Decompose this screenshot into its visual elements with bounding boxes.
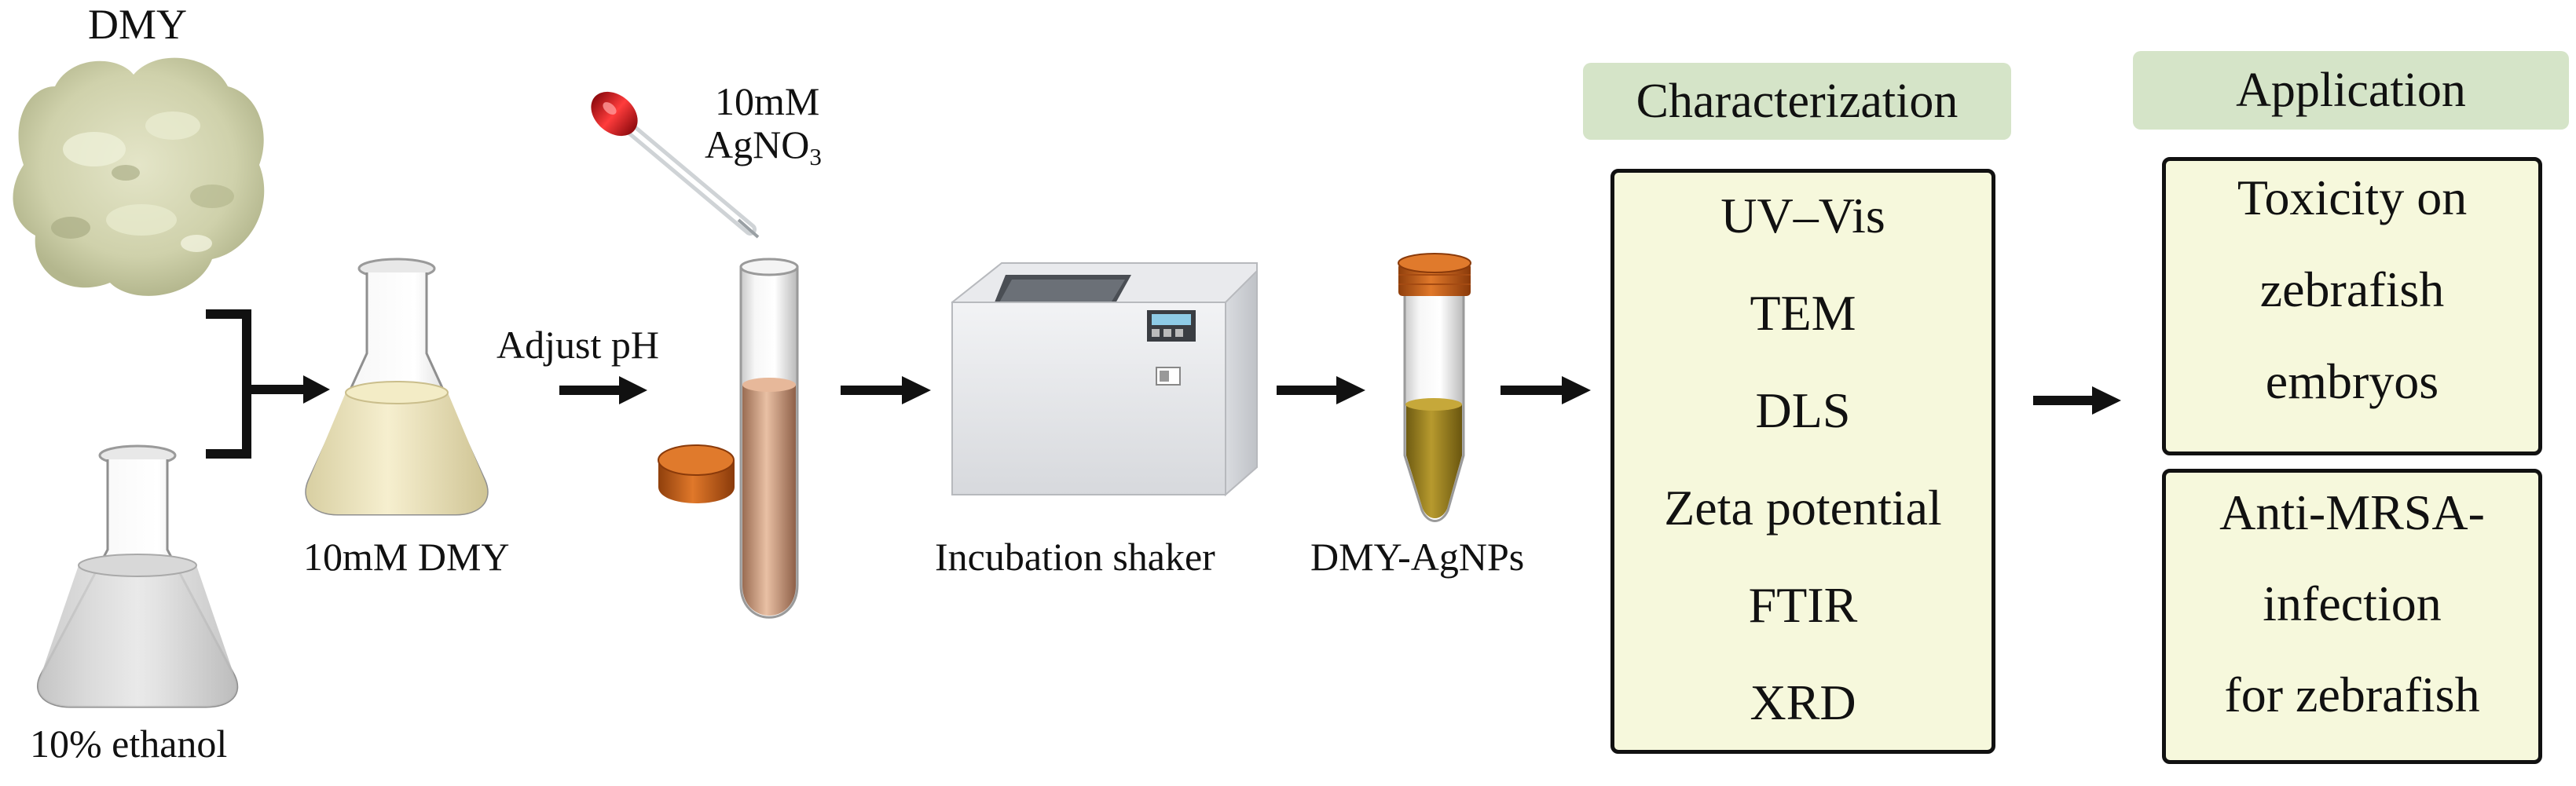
application-anti-mrsa-box: Anti-MRSA- infection for zebrafish — [2162, 469, 2542, 764]
arrow-to-shaker — [841, 376, 931, 404]
shaker-label: Incubation shaker — [935, 535, 1215, 579]
arrow-to-characterization — [1501, 376, 1591, 404]
tube-cap-icon — [658, 444, 735, 503]
characterization-item-uv-vis: UV–Vis — [1720, 188, 1885, 243]
dmy-powder-icon — [13, 57, 265, 296]
dmy-solution-label: 10mM DMY — [303, 535, 510, 579]
arrow-to-dmy-solution — [247, 375, 330, 404]
ethanol-label: 10% ethanol — [30, 722, 228, 766]
arrow-to-application — [2033, 386, 2121, 415]
product-tube-icon — [1398, 253, 1471, 522]
characterization-header: Characterization — [1583, 63, 2011, 140]
anti-mrsa-line-1: Anti-MRSA- — [2219, 484, 2485, 540]
characterization-item-ftir: FTIR — [1748, 577, 1858, 633]
arrow-adjust-ph — [559, 376, 647, 404]
agno3-concentration-label: 10mM — [715, 79, 820, 123]
agno3-formula-label: AgNO3 — [705, 122, 822, 170]
toxicity-line-2: zebrafish — [2259, 261, 2445, 317]
dropper-icon — [591, 91, 760, 239]
ethanol-flask-icon — [36, 444, 239, 708]
application-toxicity-box: Toxicity on zebrafish embryos — [2162, 157, 2542, 455]
combine-bracket — [206, 309, 251, 459]
product-label: DMY-AgNPs — [1310, 535, 1525, 579]
characterization-item-zeta-potential: Zeta potential — [1664, 480, 1942, 536]
characterization-item-xrd: XRD — [1750, 674, 1856, 730]
anti-mrsa-line-3: for zebrafish — [2224, 667, 2480, 722]
characterization-item-dls: DLS — [1755, 382, 1851, 438]
toxicity-line-1: Toxicity on — [2237, 170, 2468, 225]
toxicity-line-3: embryos — [2265, 353, 2439, 409]
characterization-box: UV–Vis TEM DLS Zeta potential FTIR XRD — [1610, 169, 1995, 754]
anti-mrsa-line-2: infection — [2263, 576, 2442, 631]
dmy-solution-flask-icon — [305, 258, 489, 516]
reaction-tube-icon — [739, 258, 799, 619]
dmy-label: DMY — [88, 1, 188, 48]
incubation-shaker-icon — [951, 262, 1258, 497]
arrow-to-product — [1277, 376, 1365, 404]
application-header: Application — [2133, 51, 2569, 130]
adjust-ph-label: Adjust pH — [497, 323, 659, 367]
characterization-item-tem: TEM — [1750, 285, 1856, 341]
